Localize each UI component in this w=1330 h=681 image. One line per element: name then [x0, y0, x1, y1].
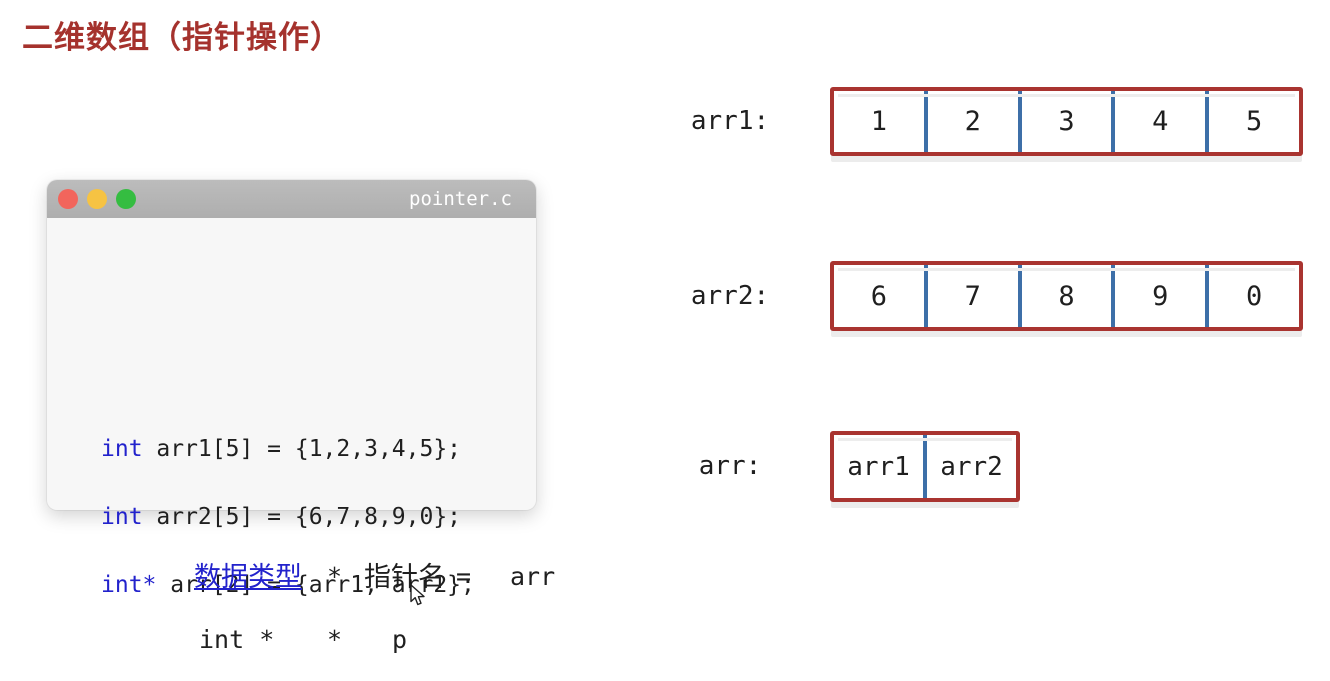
array-label: arr2:: [690, 281, 770, 311]
formula-pointer-name-label: 指针名: [364, 562, 445, 592]
code-window: pointer.c int arr1[5] = {1,2,3,4,5}; int…: [47, 180, 536, 598]
cell-divider: [1017, 91, 1022, 152]
array-cell: 6: [870, 280, 888, 312]
array-box-arr1: 1 2 3 4 5: [830, 87, 1303, 156]
cell-divider: [1017, 265, 1022, 327]
zoom-icon: [116, 189, 136, 209]
formula-equals: =: [456, 562, 472, 591]
formula-example-type: int *: [199, 625, 275, 654]
array-label: arr1:: [690, 106, 770, 136]
array-cell: 8: [1058, 280, 1075, 312]
formula-data-type: 数据类型: [194, 562, 302, 592]
code-keyword: int: [101, 504, 143, 530]
array-cell: 4: [1152, 106, 1169, 137]
code-line: int arr2[5] = {6,7,8,9,0};: [101, 502, 461, 532]
formula-value: arr: [510, 562, 556, 591]
cell-divider: [923, 91, 928, 152]
array-cell: 3: [1058, 106, 1075, 137]
array-box-arr: arr1 arr2: [830, 431, 1020, 502]
code-text: arr1[5] = {1,2,3,4,5};: [142, 436, 462, 462]
array-cell: 1: [870, 106, 888, 137]
formula-star: *: [327, 562, 343, 591]
mouse-cursor-icon: [410, 584, 425, 606]
window-titlebar: pointer.c: [47, 180, 536, 218]
page-title: 二维数组（指针操作）: [22, 20, 342, 55]
array-cell: 9: [1152, 280, 1169, 312]
code-text: arr2[5] = {6,7,8,9,0};: [142, 504, 462, 530]
code-line: int* arr[2] = {arr1, arr2};: [101, 570, 475, 600]
cell-divider: [1111, 265, 1116, 327]
array-cell: 7: [964, 280, 981, 312]
cell-divider: [1205, 265, 1210, 327]
code-keyword: int*: [101, 572, 157, 598]
code-keyword: int: [101, 436, 143, 462]
array-box-arr2: 6 7 8 9 0: [830, 261, 1303, 331]
cell-divider: [1111, 91, 1116, 152]
cell-divider: [1205, 91, 1210, 152]
code-line: int arr1[5] = {1,2,3,4,5};: [101, 434, 461, 464]
array-cell: 2: [964, 106, 981, 137]
cell-divider: [923, 435, 927, 498]
array-cell: 0: [1245, 280, 1263, 312]
cell-divider: [923, 265, 928, 327]
code-text: arr[2] = {arr1, arr2};: [156, 572, 475, 598]
array-cell: arr2: [940, 451, 1003, 482]
array-cell: arr1: [847, 451, 910, 482]
minimize-icon: [87, 189, 107, 209]
window-title: pointer.c: [409, 188, 512, 210]
formula-example-star: *: [327, 625, 343, 654]
formula-example-pointer: p: [392, 625, 408, 654]
array-label: arr:: [698, 451, 762, 481]
close-icon: [58, 189, 78, 209]
array-cell: 5: [1245, 106, 1263, 137]
